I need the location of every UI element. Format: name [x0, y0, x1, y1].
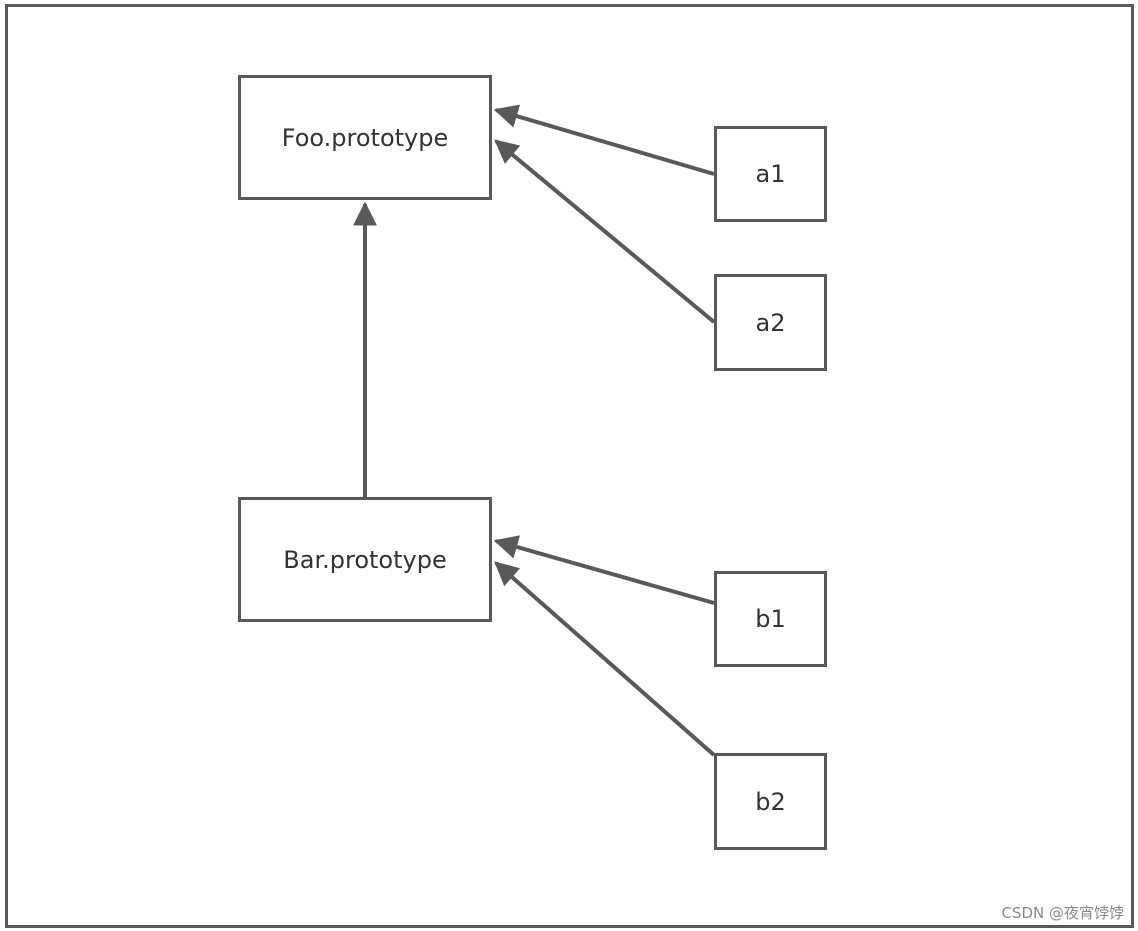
node-b1: b1 [714, 571, 827, 667]
node-a2-label: a2 [755, 308, 786, 337]
diagram-frame [5, 4, 1134, 928]
node-b1-label: b1 [755, 605, 786, 633]
node-bar-prototype-label: Bar.prototype [283, 545, 447, 574]
node-foo-prototype: Foo.prototype [238, 75, 492, 200]
node-a1: a1 [714, 126, 827, 222]
node-b2: b2 [714, 753, 827, 850]
node-a2: a2 [714, 274, 827, 371]
node-a1-label: a1 [755, 160, 786, 188]
node-b2-label: b2 [755, 787, 786, 816]
node-foo-prototype-label: Foo.prototype [281, 123, 449, 152]
node-bar-prototype: Bar.prototype [238, 497, 492, 622]
csdn-watermark: CSDN @夜宵饽饽 [1001, 904, 1124, 922]
